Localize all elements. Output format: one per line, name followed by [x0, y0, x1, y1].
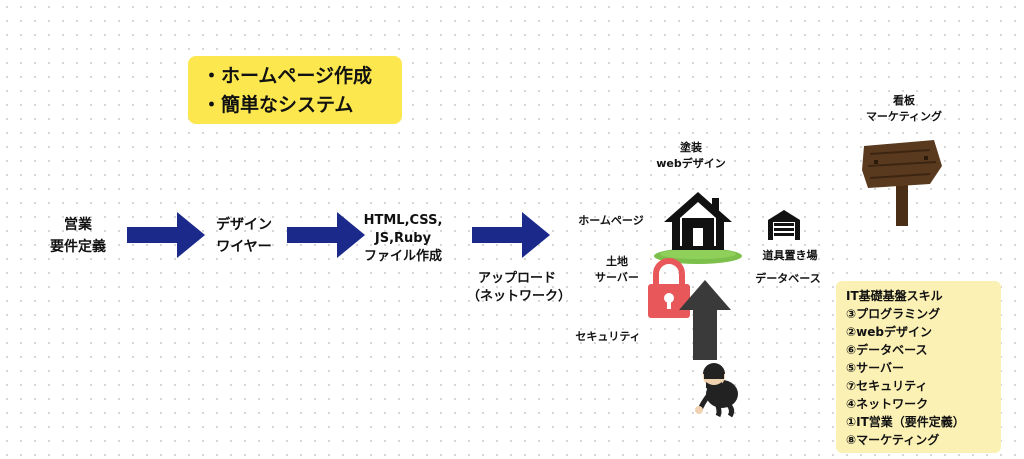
label-painting: 塗装 webデザイン — [648, 140, 734, 172]
skills-title: IT基礎基盤スキル — [846, 289, 943, 303]
step-coding: HTML,CSS, JS,Ruby ファイル作成 — [360, 212, 446, 266]
label-land-line-1: 土地 — [606, 255, 628, 268]
flow-arrow-1 — [127, 212, 205, 258]
step-coding-line-1: HTML,CSS, — [363, 213, 443, 228]
callout-box: ・ホームページ作成 ・簡単なシステム — [188, 56, 402, 124]
skills-item: ⑤サーバー — [846, 361, 905, 375]
label-land-line-2: サーバー — [595, 271, 639, 284]
garage-icon — [768, 210, 800, 240]
label-land: 土地 サーバー — [582, 254, 652, 286]
callout-line-1: ・ホームページ作成 — [202, 65, 373, 87]
skills-item: ②webデザイン — [846, 325, 932, 339]
flow-arrow-3 — [472, 212, 550, 258]
skills-box: IT基礎基盤スキル ③プログラミング ②webデザイン ⑥データベース ⑤サーバ… — [836, 281, 1001, 453]
label-signboard: 看板 マーケティング — [852, 93, 956, 125]
skills-item: ③プログラミング — [846, 307, 941, 321]
step-upload-line-2: （ネットワーク） — [467, 289, 572, 304]
label-painting-line-2: webデザイン — [656, 157, 726, 170]
step-design-line-2: ワイヤー — [216, 239, 272, 255]
step-coding-line-3: ファイル作成 — [363, 249, 442, 264]
label-storage: 道具置き場 — [762, 249, 818, 262]
step-eigyo: 営業 要件定義 — [38, 214, 118, 258]
signboard-icon — [862, 140, 942, 226]
step-eigyo-line-1: 営業 — [64, 217, 92, 233]
house-icon — [654, 192, 742, 264]
up-arrow-icon — [679, 280, 731, 360]
step-upload: アップロード （ネットワーク） — [467, 270, 572, 306]
label-painting-line-1: 塗装 — [680, 141, 702, 154]
flow-arrow-2 — [287, 212, 365, 258]
step-upload-line-1: アップロード — [477, 271, 556, 286]
label-homepage: ホームページ — [578, 214, 644, 227]
skills-item: ④ネットワーク — [846, 397, 929, 411]
callout-line-2: ・簡単なシステム — [202, 94, 354, 116]
step-eigyo-line-2: 要件定義 — [50, 239, 106, 255]
skills-item: ⑦セキュリティ — [846, 379, 928, 393]
step-coding-line-2: JS,Ruby — [374, 231, 432, 246]
label-security: セキュリティ — [575, 330, 641, 343]
thief-icon — [695, 363, 738, 418]
skills-item: ⑧マーケティング — [846, 433, 940, 447]
step-design-line-1: デザイン — [216, 217, 272, 233]
skills-item: ①IT営業（要件定義） — [846, 415, 965, 429]
skills-item: ⑥データベース — [846, 343, 928, 357]
label-signboard-line-1: 看板 — [893, 94, 915, 107]
step-design: デザイン ワイヤー — [204, 214, 284, 258]
label-database: データベース — [755, 272, 821, 285]
label-signboard-line-2: マーケティング — [865, 110, 943, 123]
